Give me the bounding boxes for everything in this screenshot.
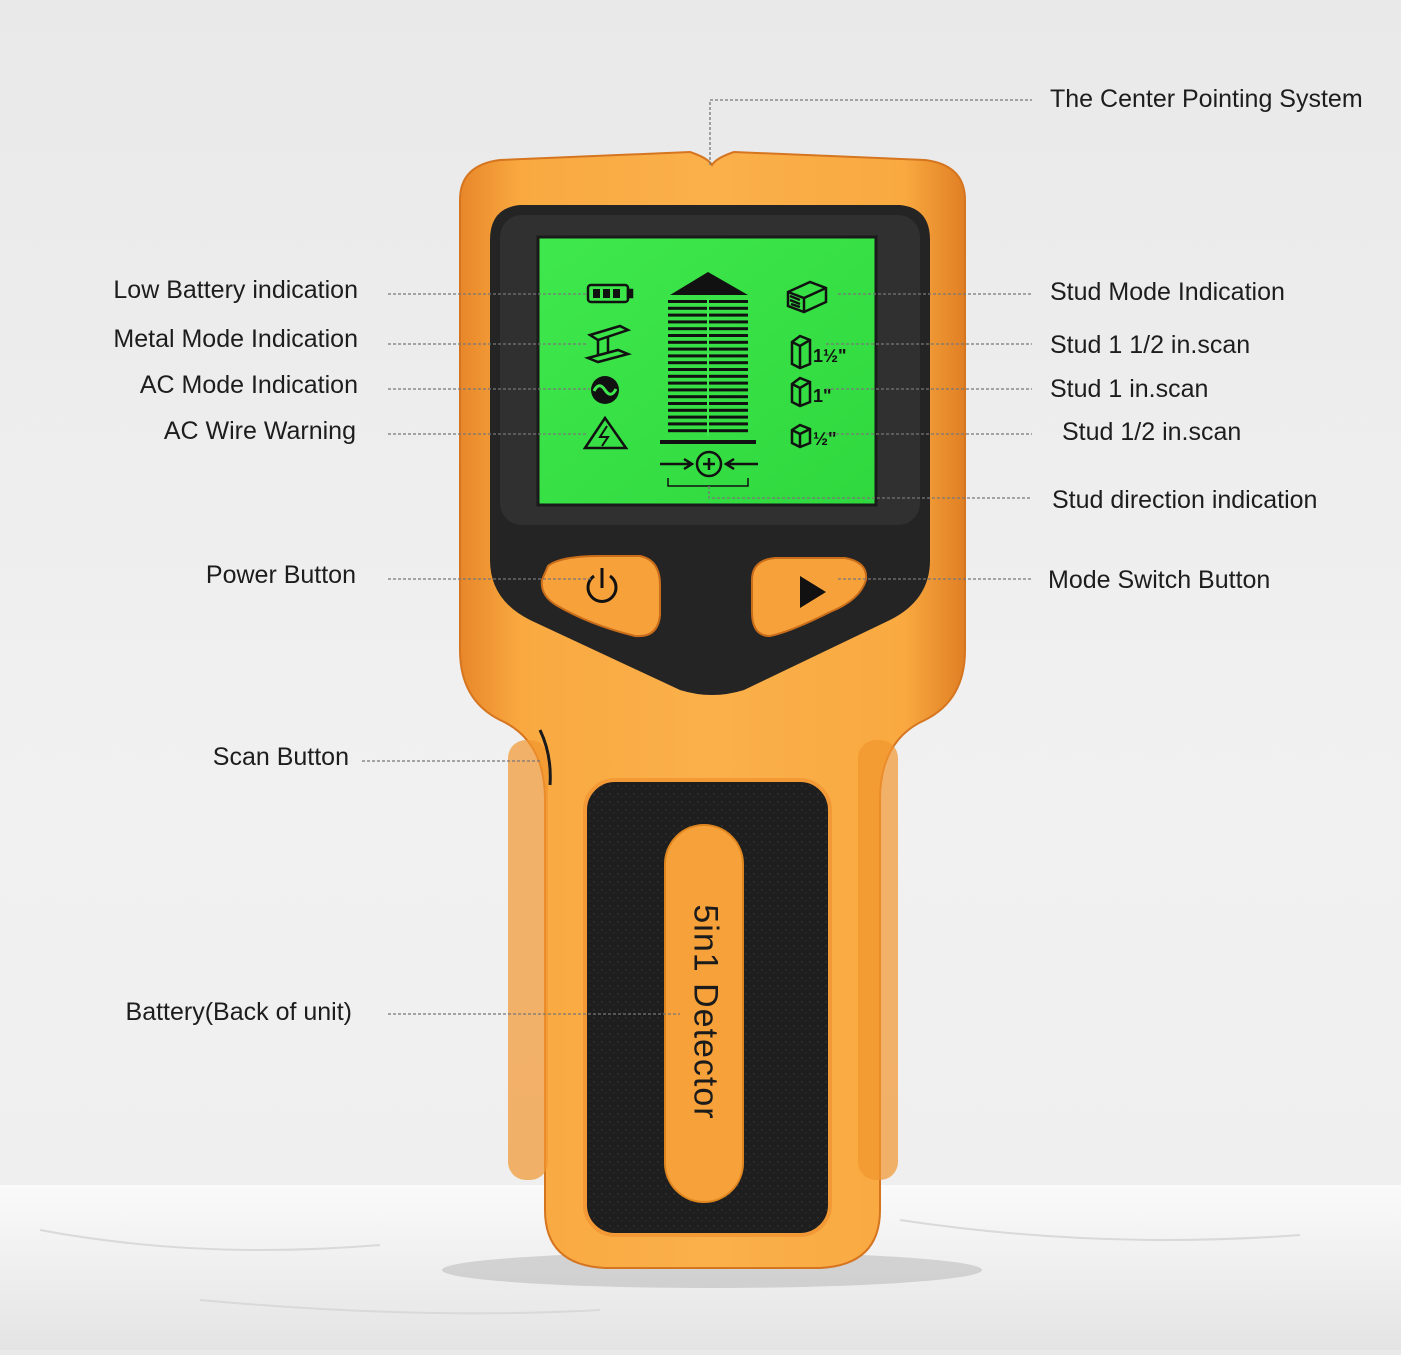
label-stud-0-5: Stud 1/2 in.scan: [1062, 418, 1242, 446]
stud-block-icon: [786, 280, 828, 314]
stud-1-glyph: 1": [813, 386, 832, 406]
label-metal-mode: Metal Mode Indication: [113, 325, 358, 353]
power-button[interactable]: [540, 555, 661, 638]
label-stud-1-5: Stud 1 1/2 in.scan: [1050, 331, 1251, 359]
stud-0-5-glyph: ½": [813, 429, 837, 449]
left-grip: [508, 740, 548, 1180]
warning-bolt-icon: [582, 415, 629, 450]
label-stud-direction: Stud direction indication: [1052, 486, 1318, 514]
crosshair-icon: [660, 450, 758, 487]
stud-1-5-icon: [790, 334, 812, 370]
label-center-pointing: The Center Pointing System: [1050, 85, 1363, 113]
play-icon: [800, 576, 826, 608]
stud-1-5-glyph: 1½": [813, 346, 847, 366]
label-scan-button: Scan Button: [212, 743, 349, 771]
power-icon: [586, 568, 618, 603]
label-stud-mode: Stud Mode Indication: [1050, 278, 1285, 306]
ac-wave-icon: [591, 376, 619, 404]
battery-icon: [586, 283, 634, 304]
signal-bar-graph: [660, 272, 756, 444]
stud-0-5-icon: [790, 423, 812, 449]
label-stud-1: Stud 1 in.scan: [1050, 375, 1209, 403]
label-battery: Battery(Back of unit): [125, 998, 352, 1026]
right-leader-lines: [708, 99, 1032, 580]
left-leader-lines: [362, 293, 680, 1015]
scan-button[interactable]: [538, 729, 552, 786]
right-grip: [858, 740, 898, 1180]
label-ac-wire: AC Wire Warning: [163, 417, 356, 445]
metal-beam-icon: [584, 324, 632, 364]
product-name: 5in1 Detector: [686, 904, 725, 1120]
label-power-button: Power Button: [205, 561, 356, 589]
mode-switch-button[interactable]: [751, 557, 868, 638]
label-ac-mode: AC Mode Indication: [139, 371, 358, 399]
stud-1-icon: [790, 376, 812, 408]
signal-bar-divider: [707, 298, 709, 436]
label-mode-switch: Mode Switch Button: [1048, 566, 1271, 594]
label-low-battery: Low Battery indication: [113, 276, 358, 304]
